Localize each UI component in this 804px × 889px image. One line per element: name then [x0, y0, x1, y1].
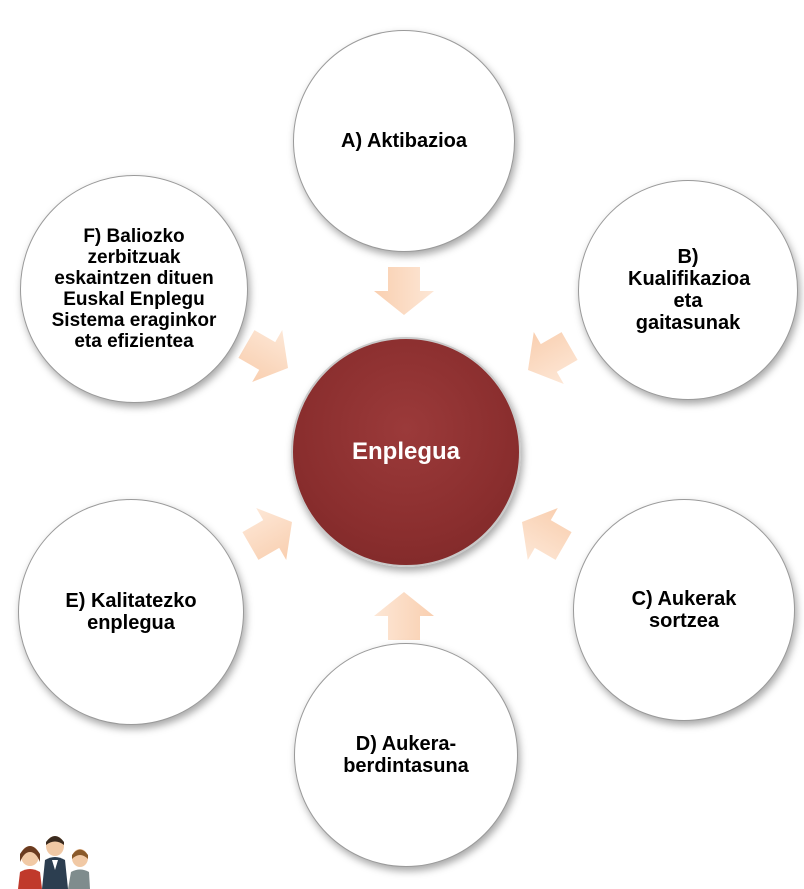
node-f: F) Baliozko zerbitzuak eskaintzen dituen…: [20, 175, 248, 403]
node-b: B) Kualifikazioa eta gaitasunak: [578, 180, 798, 400]
node-e-label: E) Kalitatezko enplegua: [65, 590, 197, 634]
arrow-from-b: [528, 332, 578, 384]
arrow-from-e: [242, 508, 292, 560]
arrow-from-d: [374, 592, 434, 640]
arrow-from-f: [238, 330, 288, 382]
node-e: E) Kalitatezko enplegua: [18, 499, 244, 725]
node-a-label: A) Aktibazioa: [341, 130, 467, 152]
node-c-label: C) Aukerak sortzea: [631, 588, 737, 632]
arrow-from-c: [522, 508, 572, 560]
arrow-from-a: [374, 267, 434, 315]
node-a: A) Aktibazioa: [293, 30, 515, 252]
node-d: D) Aukera-berdintasuna: [294, 643, 518, 867]
node-d-label: D) Aukera-berdintasuna: [343, 733, 469, 777]
node-c: C) Aukerak sortzea: [573, 499, 795, 721]
center-label: Enplegua: [351, 438, 460, 465]
node-f-label: F) Baliozko zerbitzuak eskaintzen dituen…: [51, 226, 217, 352]
center-circle: Enplegua: [291, 337, 521, 567]
node-b-label: B) Kualifikazioa eta gaitasunak: [628, 246, 751, 334]
people-icon: [18, 836, 90, 889]
